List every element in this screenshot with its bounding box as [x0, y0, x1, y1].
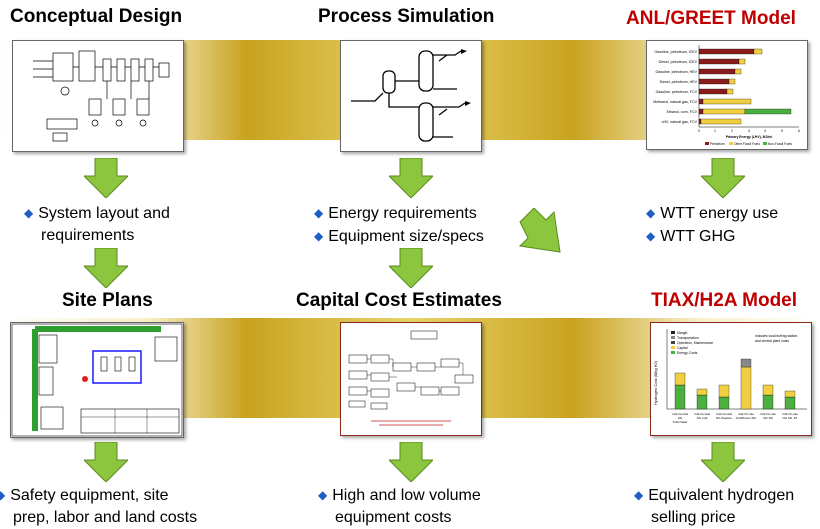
down-arrow-icon	[389, 158, 433, 198]
bullet-text: High and low volume	[332, 487, 481, 504]
svg-text:Includes local fueling station: Includes local fueling station	[755, 334, 798, 338]
svg-text:1: 1	[714, 129, 716, 133]
svg-text:Methanol, natural gas, FCV: Methanol, natural gas, FCV	[653, 100, 697, 104]
down-arrow-icon	[84, 442, 128, 482]
process-simulation-title: Process Simulation	[318, 6, 495, 27]
greet-chart-image: Gasoline, petroleum, ICEV Diesel, petrol…	[646, 40, 808, 150]
bullet-text: Equivalent hydrogen	[648, 487, 795, 504]
svg-text:Transportation: Transportation	[677, 336, 699, 340]
bullet-text: Safety equipment, site	[10, 487, 169, 504]
svg-text:Operation, Maintenance: Operation, Maintenance	[677, 341, 713, 345]
diamond-bullet-icon: ◆	[646, 229, 656, 243]
svg-text:NG LH2: NG LH2	[697, 416, 708, 420]
down-arrow-icon	[701, 442, 745, 482]
svg-text:cH2 On-site: cH2 On-site	[738, 412, 754, 416]
svg-text:NG SR, 5X: NG SR, 5X	[783, 416, 798, 420]
bullet-text: equipment costs	[335, 509, 452, 526]
down-arrow-icon	[84, 248, 128, 288]
svg-text:cH2 On-site: cH2 On-site	[782, 412, 798, 416]
svg-text:Gasoline, petroleum, FCV: Gasoline, petroleum, FCV	[656, 90, 698, 94]
svg-text:Diesel, petroleum, HEV: Diesel, petroleum, HEV	[660, 80, 698, 84]
diamond-bullet-icon: ◆	[634, 488, 644, 502]
diamond-bullet-icon: ◆	[0, 488, 6, 502]
bullet-text: WTT GHG	[660, 228, 736, 245]
svg-text:5: 5	[781, 129, 783, 133]
site-bullets: ◆ Safety equipment, site prep, labor and …	[0, 484, 197, 529]
svg-text:2: 2	[731, 129, 733, 133]
svg-text:0: 0	[698, 129, 700, 133]
diamond-bullet-icon: ◆	[314, 206, 324, 220]
bullet-text: prep, labor and land costs	[13, 509, 198, 526]
svg-text:4: 4	[764, 129, 766, 133]
process-simulation-image	[340, 40, 482, 152]
svg-text:3: 3	[748, 129, 750, 133]
svg-text:cH2 Central: cH2 Central	[716, 412, 732, 416]
svg-text:Non-Fossil Fuels: Non-Fossil Fuels	[768, 142, 792, 146]
diamond-bullet-icon: ◆	[646, 206, 656, 220]
capital-bullets: ◆ High and low volume equipment costs	[318, 484, 481, 529]
svg-text:TubeTrailer: TubeTrailer	[672, 420, 687, 424]
svg-text:and central plant costs: and central plant costs	[755, 339, 789, 343]
svg-text:Energy Costs: Energy Costs	[677, 351, 698, 355]
capital-cost-image	[340, 322, 482, 436]
bullet-text: Equipment size/specs	[328, 228, 484, 245]
svg-text:Gasoline, petroleum, ICEV: Gasoline, petroleum, ICEV	[654, 50, 697, 54]
svg-text:cH2 Central: cH2 Central	[694, 412, 710, 416]
h2a-chart-image: Hydrogen Cost ($/kg H2) Margin Transport…	[650, 322, 812, 436]
diamond-bullet-icon: ◆	[318, 488, 328, 502]
diagonal-arrow-icon	[518, 208, 561, 253]
down-arrow-icon	[701, 158, 745, 198]
bullet-text: System layout and	[38, 205, 170, 222]
bullet-text: requirements	[41, 227, 135, 244]
svg-text:NG Pipeline: NG Pipeline	[716, 416, 732, 420]
tiax-h2a-title: TIAX/H2A Model	[651, 290, 798, 311]
simulation-bullets: ◆ Energy requirements ◆ Equipment size/spe…	[314, 202, 484, 248]
bullet-text: Energy requirements	[328, 205, 477, 222]
svg-text:Petroleum: Petroleum	[710, 142, 725, 146]
conceptual-design-image	[12, 40, 184, 152]
down-arrow-icon	[389, 442, 433, 482]
svg-text:Capital: Capital	[677, 346, 688, 350]
site-plan-image	[10, 322, 184, 438]
site-plans-title: Site Plans	[62, 290, 153, 311]
bullet-text: WTT energy use	[660, 205, 779, 222]
svg-text:NG: NG	[678, 416, 683, 420]
svg-text:Margin: Margin	[677, 331, 687, 335]
svg-text:NG SR: NG SR	[763, 416, 773, 420]
process-flow-sketch	[33, 50, 170, 142]
down-arrow-icon	[84, 158, 128, 198]
svg-text:Gasoline, petroleum, HEV: Gasoline, petroleum, HEV	[655, 70, 697, 74]
bullet-text: selling price	[651, 509, 736, 526]
svg-text:Diesel, petroleum, ICEV: Diesel, petroleum, ICEV	[659, 60, 698, 64]
svg-text:6: 6	[798, 129, 800, 133]
h2a-stacked-bar-chart: Hydrogen Cost ($/kg H2) Margin Transport…	[653, 329, 807, 424]
cost-flow-diagram	[348, 330, 474, 426]
down-arrow-icon	[389, 248, 433, 288]
diamond-bullet-icon: ◆	[314, 229, 324, 243]
site-layout-drawing	[11, 323, 183, 437]
svg-text:Primary Energy (LHV), MJ/mi: Primary Energy (LHV), MJ/mi	[726, 135, 773, 139]
greet-bullets: ◆ WTT energy use ◆ WTT GHG	[646, 202, 778, 248]
distillation-schematic	[351, 49, 471, 142]
svg-text:cH2 Central: cH2 Central	[672, 412, 688, 416]
svg-text:Ethanol, corn, FCV: Ethanol, corn, FCV	[667, 110, 698, 114]
svg-text:Grid/Power Mix: Grid/Power Mix	[736, 416, 757, 420]
svg-text:Hydrogen Cost ($/kg H2): Hydrogen Cost ($/kg H2)	[653, 360, 658, 405]
anl-greet-title: ANL/GREET Model	[626, 8, 796, 29]
svg-text:cH2, natural gas, FCV: cH2, natural gas, FCV	[662, 120, 698, 124]
greet-bar-chart: Gasoline, petroleum, ICEV Diesel, petrol…	[653, 45, 800, 146]
capital-cost-title: Capital Cost Estimates	[296, 290, 502, 311]
svg-text:cH2 On-site: cH2 On-site	[760, 412, 776, 416]
diamond-bullet-icon: ◆	[24, 206, 34, 220]
conceptual-design-title: Conceptual Design	[10, 6, 183, 27]
svg-text:Other Fossil Fuels: Other Fossil Fuels	[734, 142, 760, 146]
conceptual-bullets: ◆ System layout and requirements	[24, 202, 170, 247]
h2a-bullets: ◆ Equivalent hydrogen selling price	[634, 484, 794, 529]
